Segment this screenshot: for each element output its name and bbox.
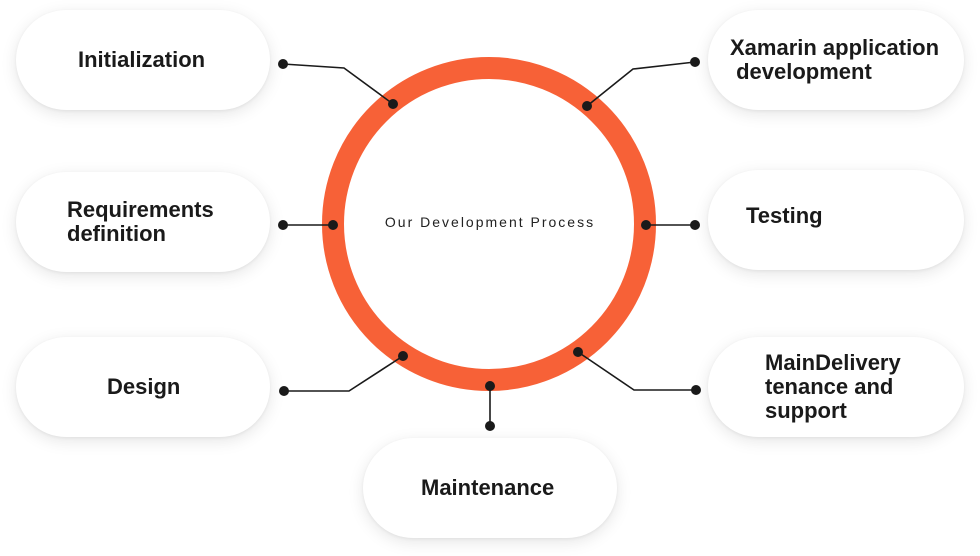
stage-label: Initialization xyxy=(78,47,206,72)
connector-initialization xyxy=(282,63,394,105)
stage-label: support xyxy=(765,398,847,423)
connector-dot xyxy=(398,351,408,361)
stage-label: Design xyxy=(107,374,181,399)
stage-label: definition xyxy=(67,221,166,246)
stage-maintenance: Maintenance xyxy=(363,438,617,538)
connector-dot xyxy=(485,421,495,431)
diagram-title: Our Development Process xyxy=(384,214,596,230)
connector-dot xyxy=(279,386,289,396)
stage-xamarin-application-development: Xamarin application development xyxy=(708,10,964,110)
connector-dot xyxy=(690,57,700,67)
stage-label: Testing xyxy=(746,203,823,228)
stage-label: Requirements xyxy=(67,197,214,222)
stage-delivery-maintenance-support: MainDelivery tenance and support xyxy=(708,337,964,437)
stage-testing: Testing xyxy=(708,170,964,270)
connector-dot xyxy=(582,101,592,111)
stage-design: Design xyxy=(16,337,270,437)
connector-xamarin xyxy=(586,61,696,107)
connector-delivery xyxy=(577,351,696,391)
stage-requirements-definition: Requirements definition xyxy=(16,172,270,272)
connector-dot xyxy=(485,381,495,391)
stage-label: Xamarin application xyxy=(730,35,940,60)
connector-dot xyxy=(691,385,701,395)
stage-label: Maintenance xyxy=(421,475,555,500)
connector-dot xyxy=(278,59,288,69)
connector-dot xyxy=(690,220,700,230)
stage-label: MainDelivery xyxy=(765,350,901,375)
stage-initialization: Initialization xyxy=(16,10,270,110)
connector-dot xyxy=(641,220,651,230)
connector-dot xyxy=(278,220,288,230)
connector-dot xyxy=(573,347,583,357)
stage-label: tenance and xyxy=(765,374,894,399)
connector-design xyxy=(284,355,404,392)
connector-dot xyxy=(388,99,398,109)
stage-label: development xyxy=(730,59,872,84)
connector-dot xyxy=(328,220,338,230)
